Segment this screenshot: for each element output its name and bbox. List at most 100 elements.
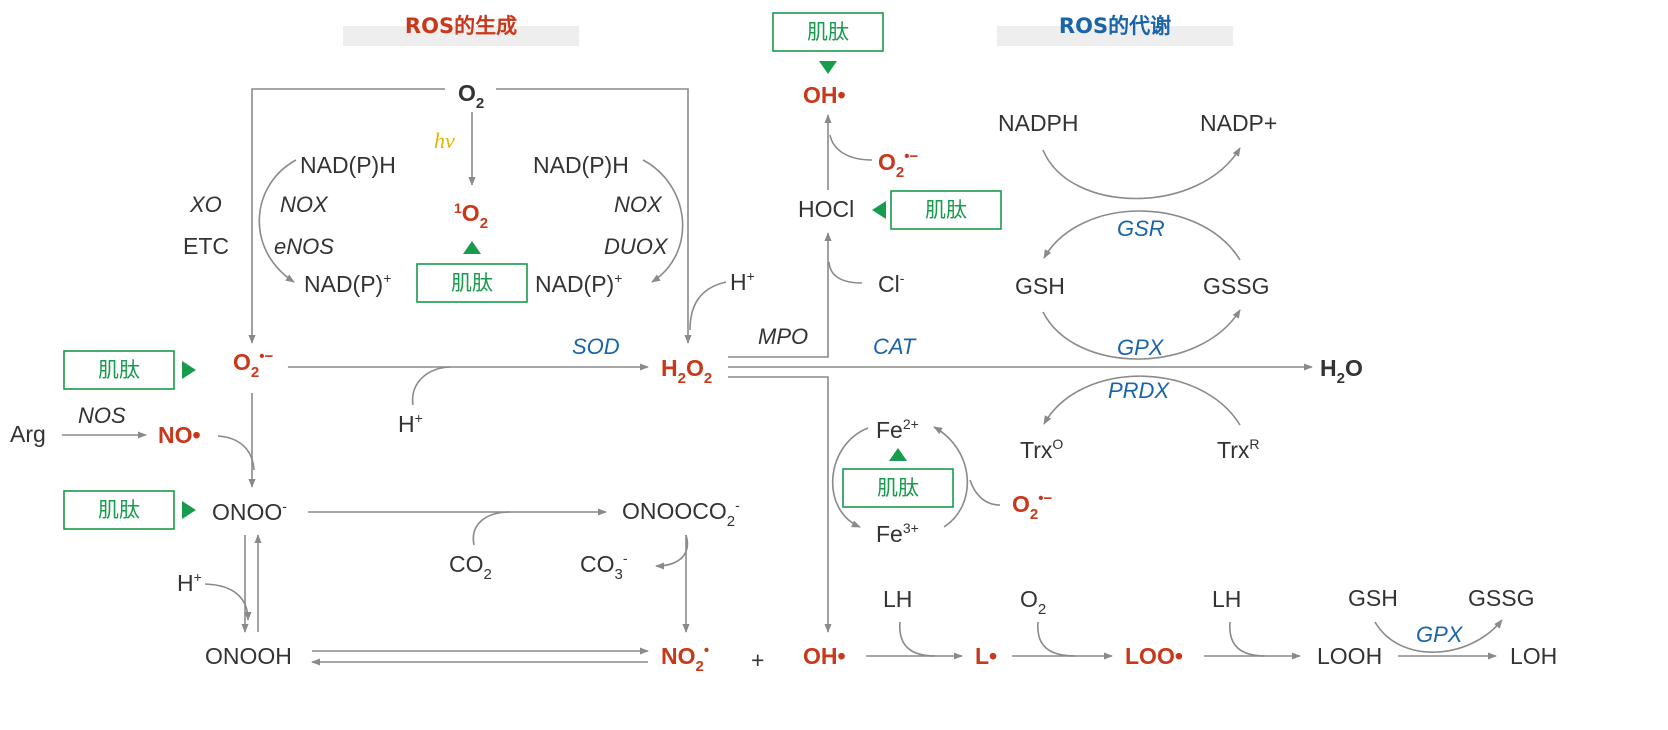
o2-left-line bbox=[248, 88, 445, 344]
looh: LOOH bbox=[1317, 643, 1382, 669]
nadph-left: NAD(P)H bbox=[300, 152, 396, 178]
no-curve bbox=[217, 435, 255, 471]
co3-curve bbox=[655, 534, 689, 570]
mpo-line bbox=[728, 232, 832, 358]
co2: CO2 bbox=[449, 551, 492, 583]
onooco2: ONOOCO2- bbox=[622, 497, 740, 530]
peptide-up-triangle-1 bbox=[463, 241, 481, 254]
gpx-bottom-curve bbox=[1374, 619, 1503, 653]
peptide-label-2: 肌肽 bbox=[98, 358, 140, 382]
header-bg-metabolism bbox=[997, 26, 1233, 46]
peptide-left-triangle-4 bbox=[872, 201, 886, 219]
nadph-gsr: NADPH bbox=[998, 110, 1079, 136]
gsh-to-gssg-curve bbox=[1042, 309, 1241, 360]
cl-curve bbox=[828, 261, 863, 284]
header-metabolism: ROS的代谢 bbox=[1059, 14, 1171, 38]
h-plus-sod-curve bbox=[411, 366, 451, 406]
enzyme-nox-right: NOX bbox=[614, 192, 663, 217]
peptide-right-triangle-2 bbox=[182, 361, 196, 379]
plus-sign: + bbox=[751, 647, 764, 673]
co3: CO3- bbox=[580, 550, 628, 583]
h-plus-onooh-curve bbox=[204, 583, 252, 621]
fe2: Fe2+ bbox=[876, 416, 919, 443]
arg: Arg bbox=[10, 421, 46, 447]
lh-1: LH bbox=[883, 586, 912, 612]
peptide-box-6 bbox=[842, 468, 954, 508]
onooh: ONOOH bbox=[205, 643, 292, 669]
o2-lipid: O2 bbox=[1020, 586, 1046, 618]
nadp-gsr: NADP+ bbox=[1200, 110, 1277, 136]
fe2-to-fe3-curve bbox=[831, 427, 869, 528]
nadph-to-nadp-curve bbox=[1042, 147, 1241, 200]
enzyme-mpo: MPO bbox=[758, 324, 808, 349]
lh-2: LH bbox=[1212, 586, 1241, 612]
fe3-to-fe2-curve bbox=[933, 426, 968, 528]
h2o: H2O bbox=[1320, 355, 1363, 387]
peptide-box-5 bbox=[772, 12, 884, 52]
no-radical: NO• bbox=[158, 422, 201, 448]
enzyme-xo: XO bbox=[189, 192, 222, 217]
loh: LOH bbox=[1510, 643, 1557, 669]
l-radical: L• bbox=[975, 643, 997, 669]
peptide-box-2 bbox=[63, 350, 175, 390]
lh-1-curve bbox=[899, 621, 936, 657]
enzyme-sod: SOD bbox=[572, 334, 620, 359]
superoxide-hocl: O2•− bbox=[878, 148, 918, 181]
superoxide-hocl-curve bbox=[829, 134, 873, 161]
onoo: ONOO- bbox=[212, 498, 287, 525]
peptide-up-triangle-6 bbox=[889, 448, 907, 461]
hocl: HOCl bbox=[798, 196, 854, 222]
label-etc: ETC bbox=[183, 233, 229, 259]
o2-top: O2 bbox=[458, 80, 484, 112]
nox-right-curve bbox=[642, 159, 684, 283]
cl: Cl- bbox=[878, 270, 905, 297]
hv-label: hv bbox=[434, 128, 455, 153]
nadph-right: NAD(P)H bbox=[533, 152, 629, 178]
h2o2: H2O2 bbox=[661, 355, 712, 387]
enzyme-gsr: GSR bbox=[1117, 216, 1165, 241]
nadp-left: NAD(P)+ bbox=[304, 270, 391, 297]
superoxide-left: O2•− bbox=[233, 348, 273, 381]
peptide-down-triangle-5 bbox=[819, 61, 837, 74]
enzyme-gpx-bottom: GPX bbox=[1416, 622, 1464, 647]
fenton-line bbox=[728, 376, 832, 633]
trxr-to-trxo-curve bbox=[1043, 375, 1241, 426]
o2-lipid-curve bbox=[1037, 621, 1076, 657]
co2-curve bbox=[472, 511, 511, 546]
gsh-bottom: GSH bbox=[1348, 585, 1398, 611]
enzyme-enos: eNOS bbox=[274, 234, 334, 259]
peptide-label-5: 肌肽 bbox=[807, 20, 849, 44]
lh-2-curve bbox=[1229, 621, 1266, 657]
loo-radical: LOO• bbox=[1125, 643, 1183, 669]
superoxide-fe: O2•− bbox=[1012, 490, 1052, 523]
o2-right-line bbox=[496, 88, 692, 344]
peptide-label-4: 肌肽 bbox=[925, 198, 967, 222]
enzyme-prdx: PRDX bbox=[1108, 378, 1170, 403]
gssg-to-gsh-curve bbox=[1043, 210, 1241, 261]
oh-radical-bottom: OH• bbox=[803, 643, 846, 669]
superoxide-fe-curve bbox=[969, 479, 1001, 506]
no2: NO2• bbox=[661, 642, 709, 675]
header-generation: ROS的生成 bbox=[405, 14, 517, 38]
peptide-box-4 bbox=[890, 190, 1002, 230]
fe3: Fe3+ bbox=[876, 520, 919, 547]
peptide-label-3: 肌肽 bbox=[98, 498, 140, 522]
h-plus-top: H+ bbox=[730, 268, 755, 295]
enzyme-gpx-top: GPX bbox=[1117, 335, 1165, 360]
peptide-label-1: 肌肽 bbox=[451, 271, 493, 295]
gsh: GSH bbox=[1015, 273, 1065, 299]
oh-radical-top: OH• bbox=[803, 82, 846, 108]
nadp-right: NAD(P)+ bbox=[535, 270, 622, 297]
h-plus-top-curve bbox=[689, 281, 727, 331]
peptide-box-1 bbox=[416, 263, 528, 303]
h-plus-sod: H+ bbox=[398, 410, 423, 437]
enzyme-cat: CAT bbox=[873, 334, 917, 359]
peptide-box-3 bbox=[63, 490, 175, 530]
singlet-o2: 1O2 bbox=[454, 200, 488, 232]
enzyme-nos: NOS bbox=[78, 403, 126, 428]
peptide-right-triangle-3 bbox=[182, 501, 196, 519]
enzyme-duox: DUOX bbox=[604, 234, 669, 259]
peptide-label-6: 肌肽 bbox=[877, 476, 919, 500]
enzyme-nox-left: NOX bbox=[280, 192, 329, 217]
